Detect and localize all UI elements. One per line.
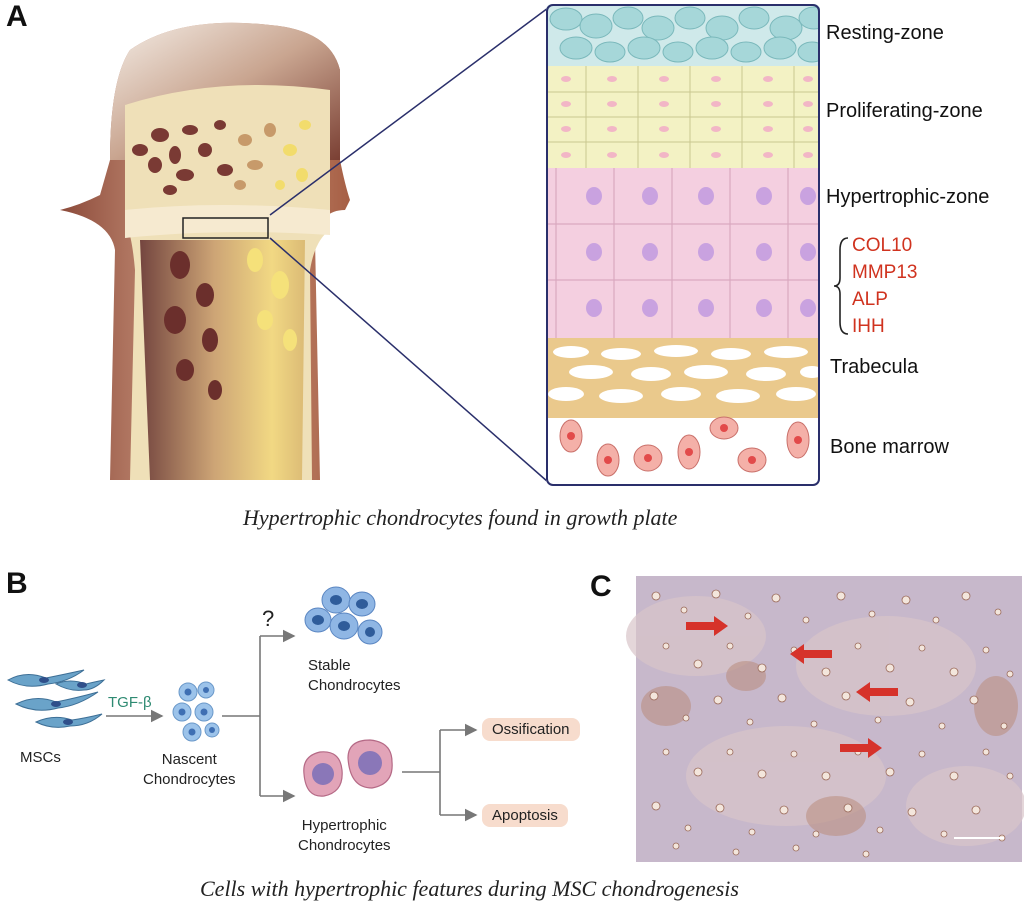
tgf-beta-label: TGF-β [108,694,152,711]
marker-ihh: IHH [852,316,885,337]
bone-marrow-label: Bone marrow [830,436,949,458]
histology-micrograph [626,576,1024,862]
panel-label-a: A [6,0,28,33]
marker-mmp13: MMP13 [852,262,918,283]
growth-plate-detail [546,4,820,486]
marker-alp: ALP [852,289,888,310]
nascent-line2: Chondrocytes [143,771,236,788]
hypertrophic-zone-label: Hypertrophic-zone [826,186,990,208]
stable-line1: Stable [308,657,351,674]
nascent-line1: Nascent [161,751,217,768]
bone-illustration [60,22,350,481]
apoptosis-badge: Apoptosis [482,804,568,827]
marker-bracket [833,237,849,335]
nascent-chondrocyte-cells [172,681,220,742]
proliferating-zone-label: Proliferating-zone [826,100,983,122]
panel-label-c: C [590,570,612,603]
stable-chondrocytes-label: Stable Chondrocytes [308,656,401,696]
stable-line2: Chondrocytes [308,677,401,694]
stable-chondrocyte-cells [304,586,383,645]
mscs-label: MSCs [20,749,61,766]
caption-b: Cells with hypertrophic features during … [200,876,739,901]
zoom-box [182,217,269,239]
msc-cells [6,669,106,728]
trabecula-label: Trabecula [830,356,919,378]
hypertrophic-chondrocytes-label: Hypertrophic Chondrocytes [298,816,391,856]
hyper-line2: Chondrocytes [298,837,391,854]
nascent-chondrocytes-label: Nascent Chondrocytes [143,750,236,790]
ossification-badge: Ossification [482,718,580,741]
caption-a: Hypertrophic chondrocytes found in growt… [243,505,678,530]
resting-zone-label: Resting-zone [826,22,944,44]
hypertrophic-chondrocyte-cells [303,739,393,797]
question-mark: ? [262,606,275,631]
hyper-line1: Hypertrophic [301,817,387,834]
marker-list: COL10 MMP13 ALP IHH [852,232,917,340]
panel-label-b: B [6,567,28,600]
marker-col10: COL10 [852,235,913,256]
